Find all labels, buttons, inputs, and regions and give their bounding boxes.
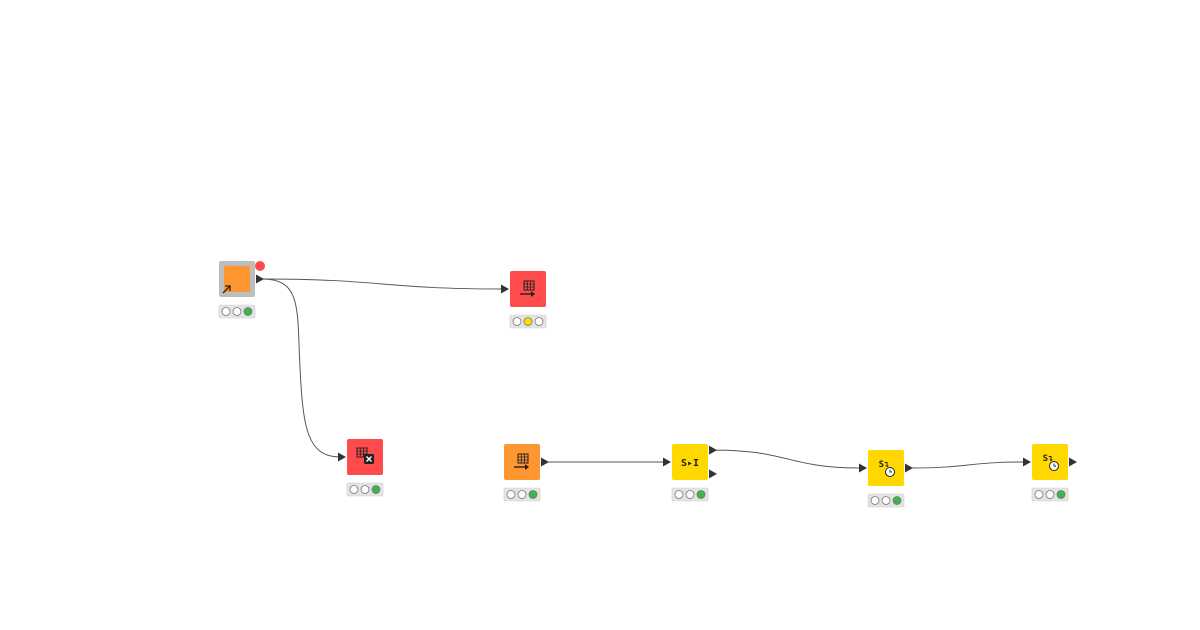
status-light [349,485,359,494]
status-light [360,485,370,494]
output-port[interactable] [709,445,717,455]
status-light [892,496,902,505]
output-port[interactable] [1069,457,1077,467]
node-component[interactable] [218,261,265,319]
node-string-to-datetime-2[interactable]: S↴ [1023,444,1077,502]
node-table-writer-1[interactable] [501,271,547,329]
output-port[interactable] [709,469,717,479]
status-light [506,490,516,499]
connection-component-to-table-writer-delete[interactable] [261,278,341,458]
status-traffic-light [346,482,384,497]
node-body[interactable] [510,271,546,307]
status-light [512,317,522,326]
status-light [523,317,533,326]
node-body[interactable] [1032,444,1068,480]
status-traffic-light [218,304,256,319]
node-table-writer-delete[interactable] [338,439,384,497]
input-port[interactable] [663,457,671,467]
status-light [232,307,242,316]
string-to-datetime-icon: S↴ [1043,454,1059,471]
status-light [534,317,544,326]
connection-string-to-integer-to-string-to-datetime-1[interactable] [714,449,862,469]
status-traffic-light [503,487,541,502]
svg-text:S↴: S↴ [879,460,890,470]
status-light [696,490,706,499]
status-light [1034,490,1044,499]
node-body[interactable] [868,450,904,486]
status-light [221,307,231,316]
status-light [371,485,381,494]
string-to-datetime-icon: S↴ [879,460,895,477]
input-port[interactable] [1023,457,1031,467]
output-port[interactable] [541,457,549,467]
status-light [674,490,684,499]
svg-text:S↴: S↴ [1043,454,1054,464]
input-port[interactable] [338,452,346,462]
input-port[interactable] [859,463,867,473]
input-port[interactable] [501,284,509,294]
status-light [685,490,695,499]
status-light [517,490,527,499]
connections-layer [261,278,1026,469]
table-reader-icon [514,453,529,470]
node-table-reader[interactable] [503,444,549,502]
status-light [881,496,891,505]
output-port[interactable] [256,274,264,284]
node-body[interactable] [672,444,708,480]
status-traffic-light [509,314,547,329]
status-light [243,307,253,316]
node-body[interactable] [504,444,540,480]
error-indicator [255,261,265,271]
output-port[interactable] [905,463,913,473]
node-string-to-datetime-1[interactable]: S↴ [859,450,913,508]
status-light [528,490,538,499]
node-string-to-integer[interactable]: S▸I [663,444,717,502]
status-light [1056,490,1066,499]
status-traffic-light [867,493,905,508]
svg-text:S▸I: S▸I [681,458,699,469]
arrow-out-icon [222,285,231,294]
connection-string-to-datetime-1-to-string-to-datetime-2[interactable] [910,461,1026,469]
nodes-layer: S▸I S↴ S↴ [218,261,1077,508]
status-traffic-light [1031,487,1069,502]
connection-component-to-table-writer-1[interactable] [261,278,504,290]
status-traffic-light [671,487,709,502]
table-writer-icon [520,280,535,297]
status-light [870,496,880,505]
string-to-integer-icon: S▸I [681,458,699,469]
status-light [1045,490,1055,499]
table-delete-icon [356,447,374,464]
